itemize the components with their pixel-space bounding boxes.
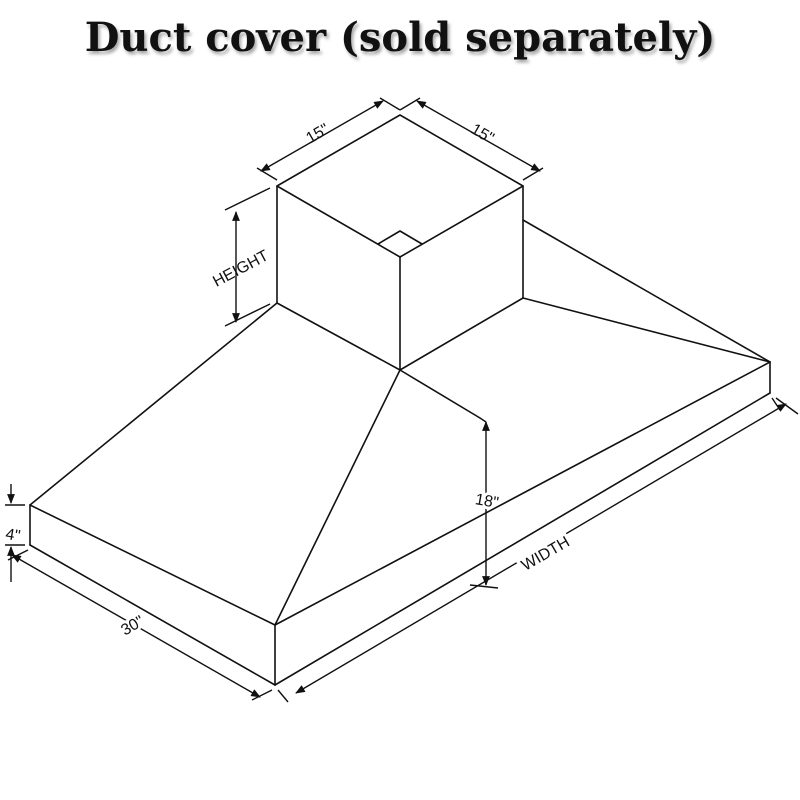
dimension-width: WIDTH xyxy=(277,397,799,703)
dimension-duct-right: 15" xyxy=(399,97,544,181)
dimension-label-duct-height: HEIGHT xyxy=(210,247,272,290)
dimension-label-depth: 30" xyxy=(118,613,147,639)
dimension-label-duct-left: 15" xyxy=(303,121,332,147)
dimension-label-width: WIDTH xyxy=(519,534,573,575)
dimension-depth: 30" xyxy=(7,549,273,701)
duct-cover xyxy=(276,114,524,371)
dimension-total-height: 18" xyxy=(469,417,503,589)
dimension-duct-left: 15" xyxy=(256,97,401,181)
dimension-label-base-thickness: 4" xyxy=(4,526,21,545)
diagram-title: Duct cover (sold separately) xyxy=(84,14,716,61)
dimension-duct-height: HEIGHT xyxy=(210,187,272,327)
dimension-base-thickness: 4" xyxy=(2,484,25,582)
hood-base xyxy=(29,361,771,686)
dimension-label-total-height: 18" xyxy=(474,491,500,512)
